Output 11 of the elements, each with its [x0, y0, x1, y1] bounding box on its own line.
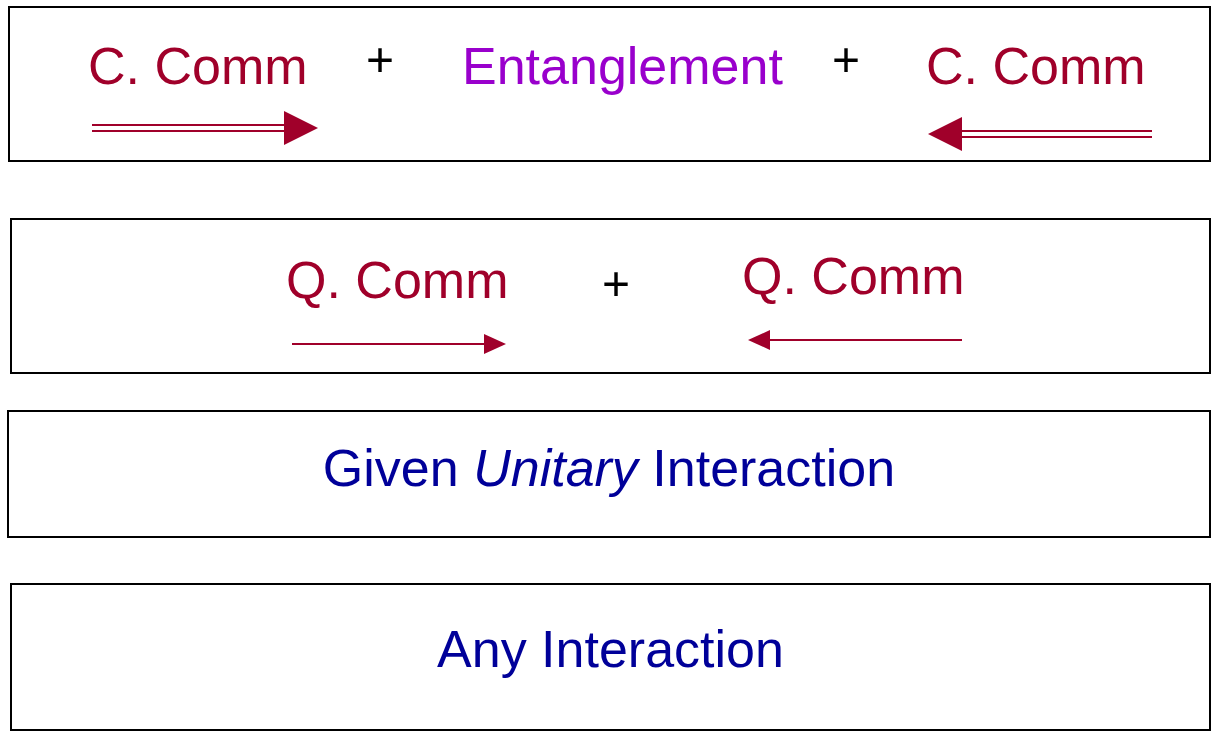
- text-box: [8, 6, 1211, 162]
- plus-sign: +: [832, 36, 861, 84]
- plus-sign: +: [366, 36, 395, 84]
- text-label: C. Comm: [88, 40, 308, 92]
- text-label: C. Comm: [926, 40, 1146, 92]
- text-label: Q. Comm: [742, 250, 965, 302]
- text-box: [10, 583, 1211, 731]
- plus-sign: +: [602, 260, 631, 308]
- text-label: Q. Comm: [286, 254, 509, 306]
- text-box: [10, 218, 1211, 374]
- text-box: [7, 410, 1211, 538]
